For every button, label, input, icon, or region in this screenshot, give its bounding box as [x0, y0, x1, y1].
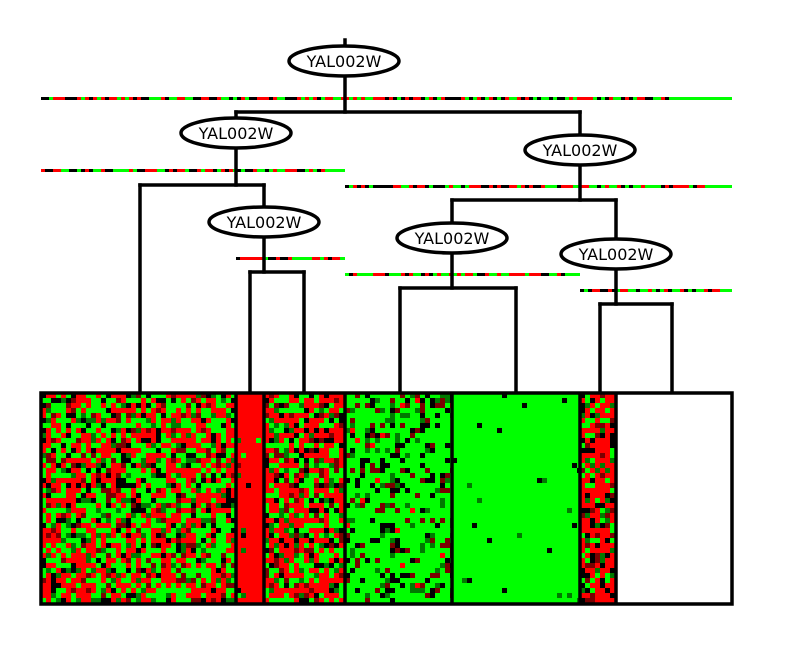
heatmap-cluster-c4	[345, 393, 452, 604]
profile-strip-root	[41, 97, 732, 100]
profile-strip-left	[41, 169, 345, 172]
heatmap-cluster-c1	[41, 393, 236, 604]
profile-strip-left-sub	[236, 257, 345, 260]
node-root[interactable]: YAL002W	[289, 46, 399, 76]
heatmap-cluster-c2	[236, 393, 264, 604]
node-right-right[interactable]: YAL002W	[561, 239, 671, 269]
node-label: YAL002W	[306, 52, 382, 71]
heatmap-cluster-c6	[580, 393, 616, 604]
heatmap-cluster-c3	[264, 393, 345, 604]
profile-strip-right-right	[580, 289, 732, 292]
node-label: YAL002W	[578, 245, 654, 264]
node-label: YAL002W	[198, 124, 274, 143]
expression-heatmap	[41, 393, 616, 604]
node-left-sub[interactable]: YAL002W	[209, 207, 319, 237]
profile-strip-right	[345, 185, 732, 188]
node-label: YAL002W	[414, 229, 490, 248]
node-right-left[interactable]: YAL002W	[397, 223, 507, 253]
node-left[interactable]: YAL002W	[181, 118, 291, 148]
node-label: YAL002W	[542, 141, 618, 160]
node-right[interactable]: YAL002W	[525, 135, 635, 165]
profile-strip-right-left	[345, 273, 580, 276]
heatmap-cluster-c5	[452, 393, 580, 604]
node-label: YAL002W	[226, 213, 302, 232]
